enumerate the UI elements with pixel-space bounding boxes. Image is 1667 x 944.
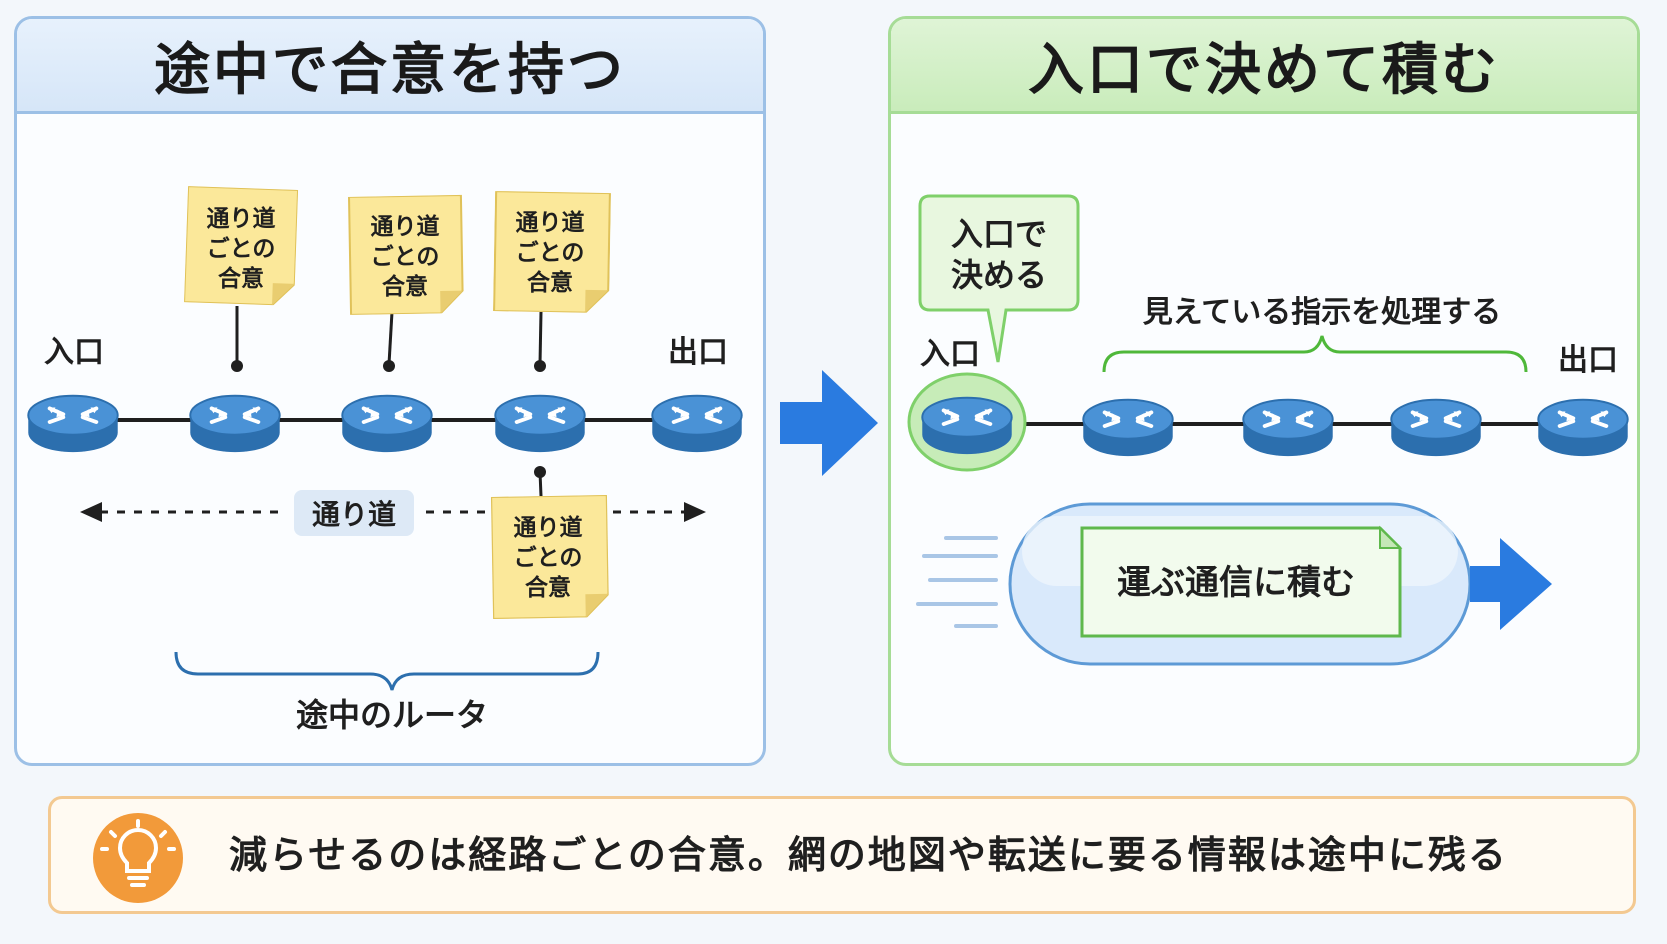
note-1-line-3: 合意 (218, 265, 264, 292)
note-3-line-3: 合意 (527, 269, 573, 296)
right-router-3 (1389, 397, 1483, 459)
left-router-2 (340, 393, 434, 455)
summary-text: 減らせるのは経路ごとの合意。網の地図や転送に要る情報は途中に残る (229, 833, 1508, 877)
right-exit-router (1536, 397, 1630, 459)
lightbulb-icon (93, 813, 183, 903)
right-entrance-router (907, 372, 1027, 472)
path-label: 通り道 (312, 498, 396, 531)
visible-instructions-label: 見えている指示を処理する (1143, 295, 1502, 330)
right-router-1 (1081, 397, 1175, 459)
note-2-line-2: ごとの (371, 243, 440, 270)
left-router-3 (493, 393, 587, 455)
right-entrance-label: 入口 (920, 337, 980, 372)
left-entrance-router (26, 393, 120, 455)
visible-instructions-brace: 見えている指示を処理する (1102, 295, 1528, 373)
path-arrow: 通り道 (80, 490, 706, 536)
transit-router-label: 途中のルータ (296, 696, 488, 734)
left-panel: 途中で合意を持つ (14, 16, 766, 766)
note-1-line-1: 通り道 (207, 205, 276, 232)
left-exit-label: 出口 (668, 335, 728, 370)
note-4-line-2: ごとの (514, 544, 583, 571)
decide-at-entrance-callout: 入口で 決める (918, 194, 1080, 363)
note-1-line-2: ごとの (207, 235, 276, 262)
agreement-note-1: 通り道 ごとの 合意 (184, 186, 299, 372)
note-3-line-2: ごとの (516, 239, 585, 266)
summary-bar: 減らせるのは経路ごとの合意。網の地図や転送に要る情報は途中に残る (48, 796, 1636, 914)
right-panel-title: 入口で決めて積む (891, 19, 1637, 114)
right-exit-label: 出口 (1558, 343, 1618, 378)
left-panel-title: 途中で合意を持つ (17, 19, 763, 114)
callout-line-2: 決める (951, 256, 1047, 294)
right-router-2 (1241, 397, 1335, 459)
left-exit-router (650, 393, 744, 455)
left-entrance-label: 入口 (44, 335, 104, 370)
left-router-1 (188, 393, 282, 455)
agreement-note-3: 通り道 ごとの 合意 (493, 191, 611, 372)
callout-line-1: 入口で (951, 215, 1047, 253)
note-3-line-1: 通り道 (516, 209, 585, 236)
agreement-note-2: 通り道 ごとの 合意 (347, 194, 465, 372)
motion-lines (916, 536, 998, 628)
note-2-line-1: 通り道 (371, 213, 440, 240)
transition-arrow (780, 370, 878, 476)
note-2-line-3: 合意 (382, 273, 428, 300)
packet-label: 運ぶ通信に積む (1117, 563, 1355, 603)
agreement-note-4: 通り道 ごとの 合意 (490, 466, 610, 619)
note-4-line-1: 通り道 (514, 514, 583, 541)
transit-router-brace: 途中のルータ (174, 651, 600, 734)
note-4-line-3: 合意 (525, 574, 571, 601)
packet-label-box: 運ぶ通信に積む (1080, 525, 1403, 638)
